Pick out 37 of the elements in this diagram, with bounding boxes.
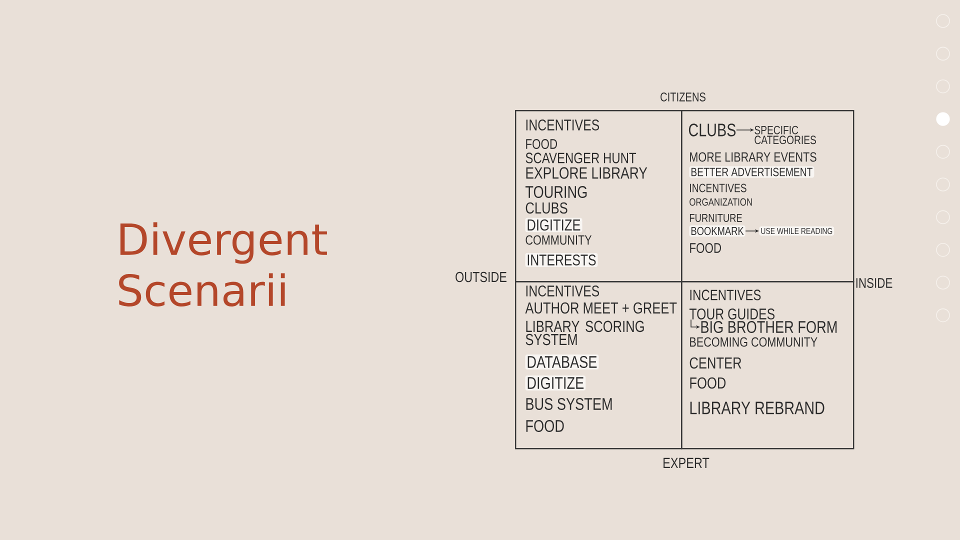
list-item: BIG BROTHER FORM (701, 320, 837, 334)
list-item: BUS SYSTEM (526, 398, 612, 410)
list-item: MORE LIBRARY EVENTS (690, 152, 816, 162)
axis-label: INSIDE (856, 278, 892, 288)
list-item: CLUBS (688, 124, 736, 136)
list-item: TOUR GUIDES (690, 308, 775, 320)
list-item: BECOMING COMMUNITY (690, 337, 818, 347)
list-item: BETTER ADVERTISEMENT (689, 166, 814, 178)
slide-title: Divergent Scenarii (119, 222, 327, 306)
list-item: ORGANIZATION (690, 198, 752, 206)
list-item: LIBRARY REBRAND (690, 402, 824, 414)
axis-label: EXPERT (664, 458, 710, 468)
list-item: FURNITURE (690, 214, 742, 222)
list-item: FOOD (526, 420, 564, 432)
list-item: CLUBS (526, 202, 568, 214)
list-item: DIGITIZE (525, 375, 586, 390)
list-item: EXPLORE LIBRARY (526, 167, 648, 179)
list-item: AUTHOR MEET + GREET (525, 302, 677, 314)
list-item: INTERESTS (525, 253, 598, 267)
list-item: DATABASE (525, 354, 599, 370)
list-item: DIGITIZE (525, 218, 582, 232)
axis-label: OUTSIDE (456, 272, 506, 282)
list-item: SPECIFIC CATEGORIES (754, 126, 816, 144)
list-item: BOOKMARK (689, 225, 746, 237)
list-item: LIBRARY SCORING SYSTEM (526, 320, 644, 346)
list-item: FOOD (690, 243, 722, 253)
list-item: COMMUNITY (526, 235, 592, 245)
axis-label: CITIZENS (660, 92, 706, 102)
list-item: TOURING (526, 186, 587, 198)
list-item: INCENTIVES (690, 290, 761, 300)
list-item: INCENTIVES (526, 120, 600, 130)
list-item: FOOD (526, 139, 558, 149)
list-item: INCENTIVES (690, 184, 746, 192)
list-item: INCENTIVES (526, 286, 600, 296)
list-item: SCAVENGER HUNT (526, 152, 636, 164)
list-item: CENTER (690, 357, 742, 369)
list-item: FOOD (690, 377, 726, 389)
